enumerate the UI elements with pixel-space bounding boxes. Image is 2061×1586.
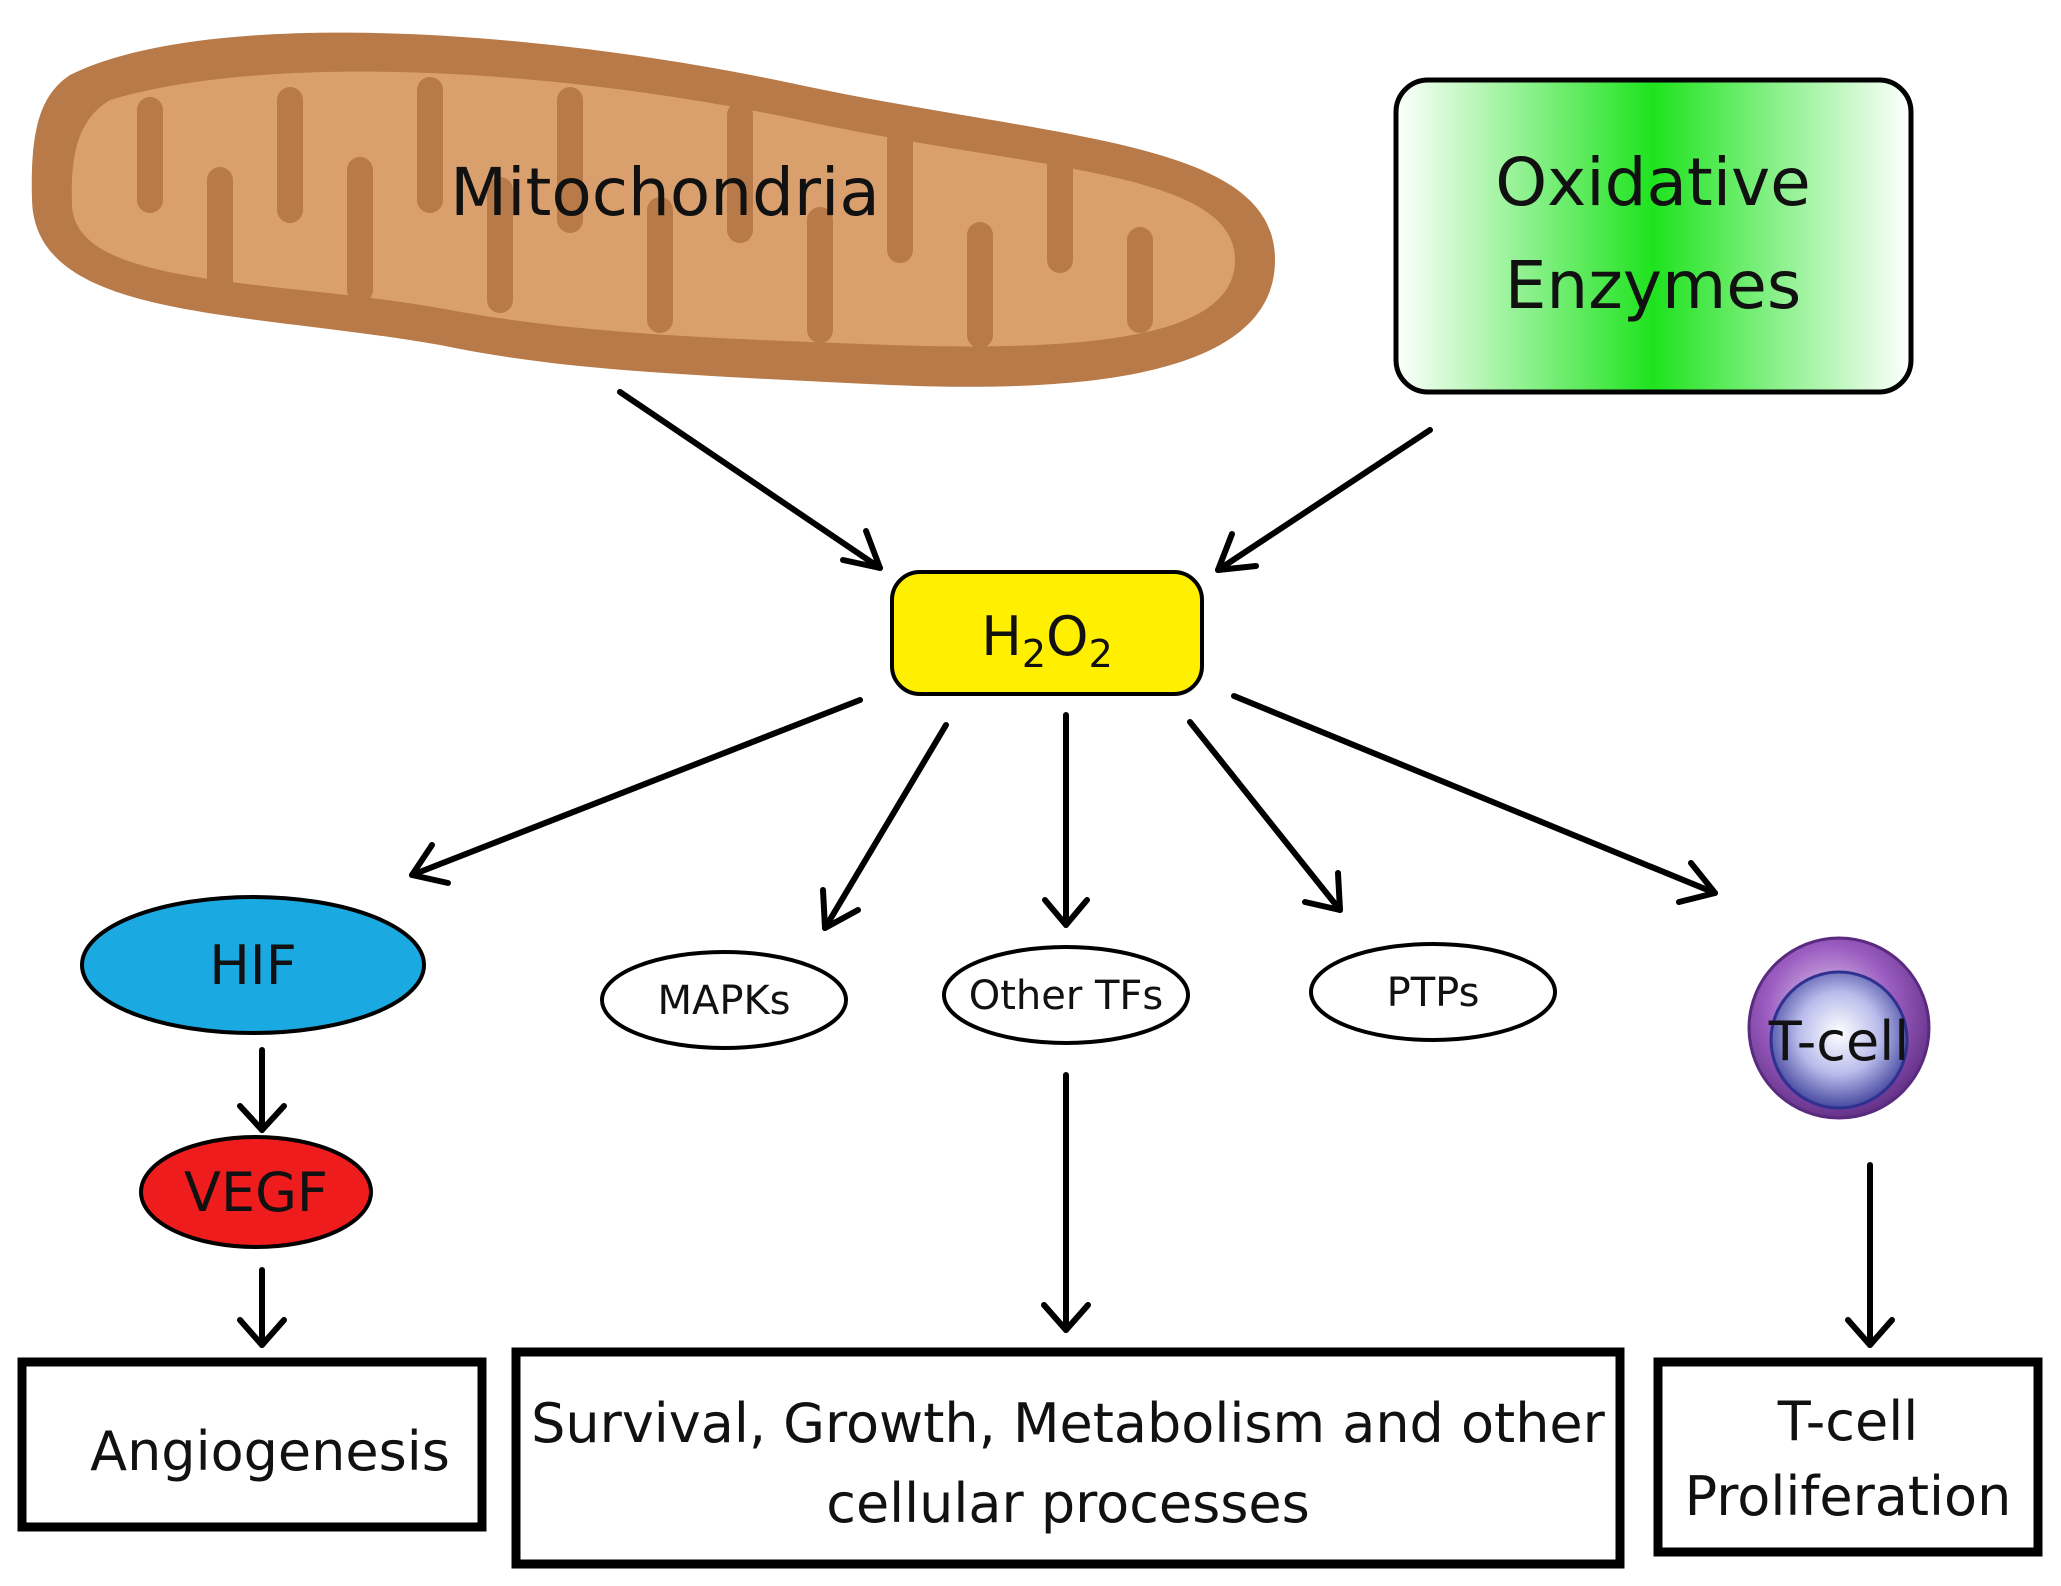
arrow-oxidative-to-h2o2	[1215, 427, 1433, 573]
hif-ellipse	[80, 895, 426, 1035]
oxidative-enzymes-box	[1393, 77, 1914, 395]
mapks-ellipse	[600, 950, 848, 1050]
mapks-label: MAPKs	[657, 978, 790, 1024]
arrow-mitochondria-to-h2o2	[617, 389, 883, 571]
h2o2-box	[890, 570, 1204, 696]
mitochondria-label: Mitochondria	[450, 154, 880, 231]
tcell-node: T-cell	[1747, 936, 1931, 1120]
arrow-h2o2-to-hif	[409, 697, 863, 886]
oxidative-enzymes-node: Oxidative Enzymes	[1393, 77, 1914, 395]
oxidative-enzymes-label-line1: Oxidative	[1495, 144, 1811, 221]
other-tfs-label: Other TFs	[969, 973, 1164, 1019]
tcell-nucleus	[1769, 970, 1909, 1110]
vegf-ellipse	[139, 1135, 373, 1249]
arrow-tcell-to-proliferation	[1845, 1162, 1895, 1348]
angiogenesis-outcome: Angiogenesis	[17, 1357, 487, 1532]
hif-label: HIF	[209, 934, 297, 997]
other-tfs-node: Other TFs	[942, 945, 1190, 1045]
ptps-node: PTPs	[1309, 942, 1557, 1042]
arrow-hif-to-vegf	[237, 1047, 287, 1133]
survival-label-line2: cellular processes	[826, 1472, 1309, 1535]
tcell-proliferation-label-line1: T-cell	[1777, 1390, 1918, 1453]
h2o2-node: H2O2	[890, 570, 1204, 696]
arrow-other-tfs-to-survival	[1041, 1072, 1091, 1333]
tcell-proliferation-box	[1653, 1357, 2043, 1557]
h2o2-label: H2O2	[981, 605, 1113, 676]
ptps-label: PTPs	[1387, 970, 1480, 1016]
vegf-node: VEGF	[139, 1135, 373, 1249]
survival-label-line1: Survival, Growth, Metabolism and other	[531, 1392, 1606, 1455]
arrow-h2o2-to-tcell	[1231, 693, 1718, 905]
arrow-h2o2-to-ptps	[1187, 719, 1343, 913]
mapks-node: MAPKs	[600, 950, 848, 1050]
arrow-h2o2-to-mapks	[820, 722, 949, 931]
arrow-vegf-to-angiogenesis	[237, 1267, 287, 1348]
mitochondria-cristae	[137, 77, 1153, 348]
angiogenesis-box	[17, 1357, 487, 1532]
oxidative-enzymes-label-line2: Enzymes	[1505, 247, 1802, 324]
tcell-label: T-cell	[1768, 1010, 1909, 1073]
survival-box	[511, 1347, 1625, 1569]
survival-outcome: Survival, Growth, Metabolism and other c…	[511, 1347, 1625, 1569]
mitochondria-node: Mitochondria	[31, 32, 1276, 387]
tcell-proliferation-label-line2: Proliferation	[1685, 1465, 2012, 1528]
arrow-h2o2-to-other-tfs	[1042, 712, 1090, 928]
angiogenesis-label: Angiogenesis	[90, 1420, 450, 1483]
vegf-label: VEGF	[184, 1161, 328, 1224]
hif-node: HIF	[80, 895, 426, 1035]
other-tfs-ellipse	[942, 945, 1190, 1045]
tcell-proliferation-outcome: T-cell Proliferation	[1653, 1357, 2043, 1557]
ptps-ellipse	[1309, 942, 1557, 1042]
